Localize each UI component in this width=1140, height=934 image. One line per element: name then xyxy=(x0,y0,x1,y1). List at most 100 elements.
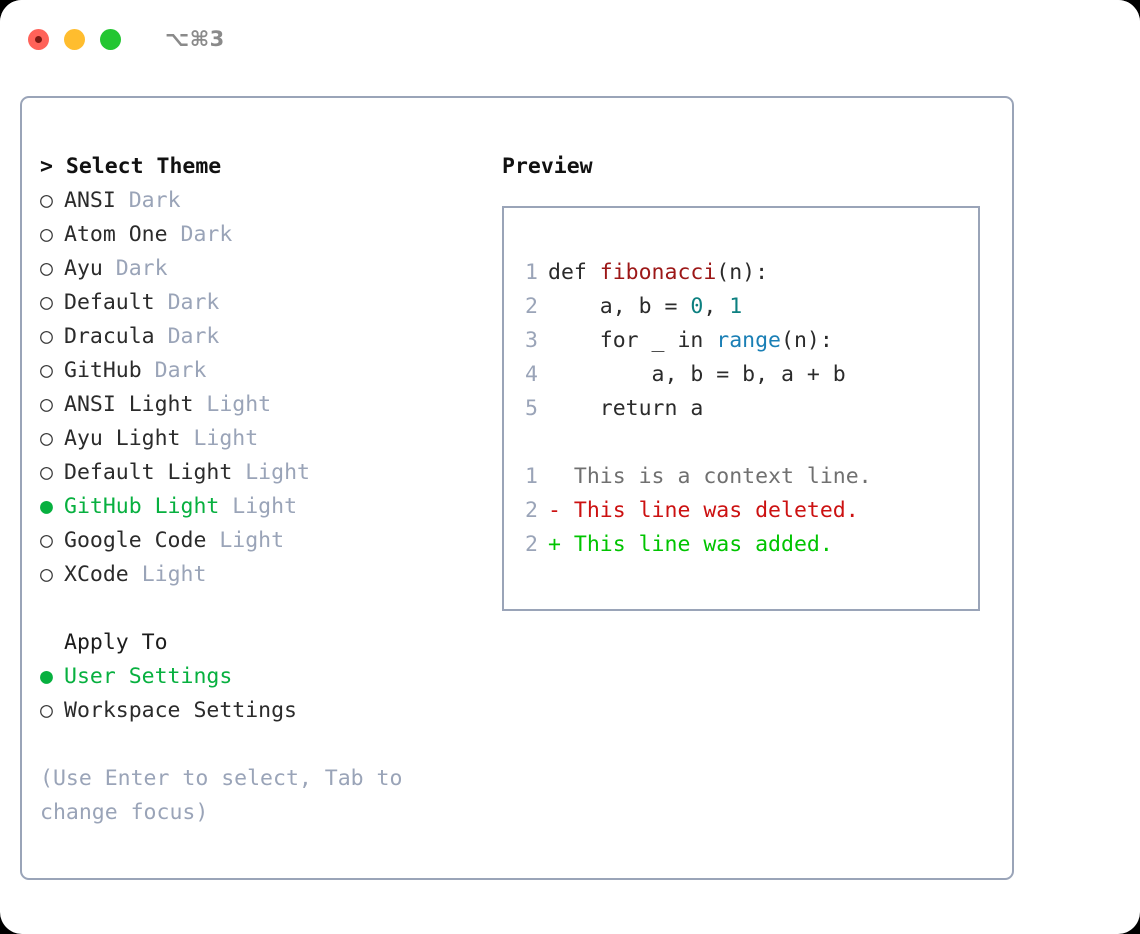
theme-list-item[interactable]: ○GitHub Dark xyxy=(40,354,486,388)
radio-unselected-icon[interactable]: ○ xyxy=(40,222,53,247)
theme-variant-badge: Light xyxy=(245,460,310,485)
code-line: 1 def fibonacci(n): xyxy=(504,256,978,290)
label-space xyxy=(219,490,232,524)
diff-line: 1 This is a context line. xyxy=(504,460,978,494)
code-token: , xyxy=(703,294,730,319)
theme-list-item[interactable]: ○XCode Light xyxy=(40,558,486,592)
theme-variant-badge: Dark xyxy=(128,188,181,213)
diff-line: 2+ This line was added. xyxy=(504,528,978,562)
radio-unselected-icon[interactable]: ○ xyxy=(40,324,53,349)
theme-list-item[interactable]: ● GitHub Light Light xyxy=(40,490,486,524)
code-token: def xyxy=(548,260,600,285)
theme-variant-badge: Dark xyxy=(154,358,207,383)
apply-to-option-label: Workspace Settings xyxy=(64,698,297,723)
theme-list-item[interactable]: ○ANSI Light Light xyxy=(40,388,486,422)
label-space xyxy=(116,184,129,218)
theme-list-item[interactable]: ○ Default Light Light xyxy=(40,456,486,490)
preview-header: Preview xyxy=(502,154,593,179)
select-theme-header: > Select Theme xyxy=(40,154,222,179)
diff-marker: - xyxy=(548,498,574,523)
main-content-panel: > Select Theme ○ANSI Dark○Atom One Dark○… xyxy=(20,96,1014,880)
theme-variant-badge: Light xyxy=(232,494,298,519)
theme-variant-badge: Light xyxy=(206,392,272,417)
keyboard-shortcut-label: ⌥⌘3 xyxy=(165,27,225,51)
radio-unselected-icon[interactable]: ○ xyxy=(40,392,53,417)
theme-list: ○ANSI Dark○Atom One Dark○Ayu Dark○Defaul… xyxy=(40,184,486,592)
radio-selected-icon[interactable]: ● xyxy=(40,664,53,689)
theme-list-item[interactable]: ○Ayu Dark xyxy=(40,252,486,286)
theme-variant-badge: Light xyxy=(219,528,285,553)
diff-marker: + xyxy=(548,532,574,557)
radio-unselected-icon[interactable]: ○ xyxy=(40,460,53,485)
theme-selection-column: > Select Theme ○ANSI Dark○Atom One Dark○… xyxy=(40,150,486,830)
theme-variant-badge: Light xyxy=(141,562,207,587)
close-window-button[interactable] xyxy=(28,28,49,50)
code-line-content: def fibonacci(n): xyxy=(548,256,768,290)
diff-line: 2- This line was deleted. xyxy=(504,494,978,528)
radio-unselected-icon[interactable]: ○ xyxy=(40,426,53,451)
radio-unselected-icon[interactable]: ○ xyxy=(40,562,53,587)
apply-to-option[interactable]: ○ Workspace Settings xyxy=(40,694,486,728)
theme-list-item[interactable]: ○ Ayu Light Light xyxy=(40,422,486,456)
radio-unselected-icon[interactable]: ○ xyxy=(40,256,53,281)
code-token: for _ in xyxy=(548,328,717,353)
radio-selected-icon[interactable]: ● xyxy=(40,494,53,519)
label-space xyxy=(193,388,206,422)
theme-list-item[interactable]: ○ANSI Dark xyxy=(40,184,486,218)
code-line: 4 a, b = b, a + b xyxy=(504,358,978,392)
theme-list-item[interactable]: ○ Atom One Dark xyxy=(40,218,486,252)
code-line-number: 5 xyxy=(525,396,538,421)
label-space xyxy=(232,456,245,490)
code-line-number: 2 xyxy=(525,294,538,319)
diff-line-text: This is a context line. xyxy=(573,464,872,489)
theme-list-item[interactable]: ○ Google Code Light xyxy=(40,524,486,558)
label-space xyxy=(129,558,142,592)
diff-line-number: 2 xyxy=(525,498,538,523)
code-line-number: 4 xyxy=(525,362,538,387)
theme-name-label: Ayu Light xyxy=(64,426,181,451)
label-space xyxy=(155,320,168,354)
theme-variant-badge: Dark xyxy=(180,222,233,247)
window-titlebar: ⌥⌘3 xyxy=(0,0,1140,78)
radio-unselected-icon[interactable]: ○ xyxy=(40,290,53,315)
theme-name-label: Atom One xyxy=(64,222,168,247)
radio-unselected-icon[interactable]: ○ xyxy=(40,698,53,723)
code-line-number: 3 xyxy=(525,328,538,353)
code-token: range xyxy=(716,328,782,353)
list-spacer xyxy=(40,592,486,626)
code-line-number: 1 xyxy=(525,260,538,285)
traffic-light-group xyxy=(28,28,121,50)
apply-to-option-label: User Settings xyxy=(64,664,233,689)
code-token: (n): xyxy=(781,328,833,353)
code-line: 3 for _ in range(n): xyxy=(504,324,978,358)
code-line: 2 a, b = 0, 1 xyxy=(504,290,978,324)
radio-unselected-icon[interactable]: ○ xyxy=(40,358,53,383)
label-space xyxy=(142,354,155,388)
minimize-window-button[interactable] xyxy=(64,28,85,50)
theme-name-label: GitHub Light xyxy=(64,494,220,519)
theme-list-item[interactable]: ○Dracula Dark xyxy=(40,320,486,354)
diff-sample: 1 This is a context line.2- This line wa… xyxy=(504,460,978,562)
keyboard-hint-text: (Use Enter to select, Tab to change focu… xyxy=(40,766,416,825)
code-token: a, b = xyxy=(548,294,691,319)
diff-line-text: This line was deleted. xyxy=(573,498,859,523)
diff-marker xyxy=(548,460,574,494)
label-space xyxy=(103,252,116,286)
label-space xyxy=(206,524,219,558)
radio-unselected-icon[interactable]: ○ xyxy=(40,528,53,553)
maximize-window-button[interactable] xyxy=(100,28,121,50)
code-line-content: return a xyxy=(548,392,704,426)
theme-name-label: Default xyxy=(64,290,155,315)
theme-name-label: Default Light xyxy=(64,460,233,485)
theme-name-label: Google Code xyxy=(64,528,207,553)
radio-unselected-icon[interactable]: ○ xyxy=(40,188,53,213)
apply-to-option[interactable]: ● User Settings xyxy=(40,660,486,694)
theme-variant-badge: Light xyxy=(193,426,259,451)
diff-line-number: 1 xyxy=(525,464,538,489)
code-line-content: a, b = b, a + b xyxy=(548,358,846,392)
theme-name-label: Ayu xyxy=(64,256,103,281)
theme-list-item[interactable]: ○Default Dark xyxy=(40,286,486,320)
